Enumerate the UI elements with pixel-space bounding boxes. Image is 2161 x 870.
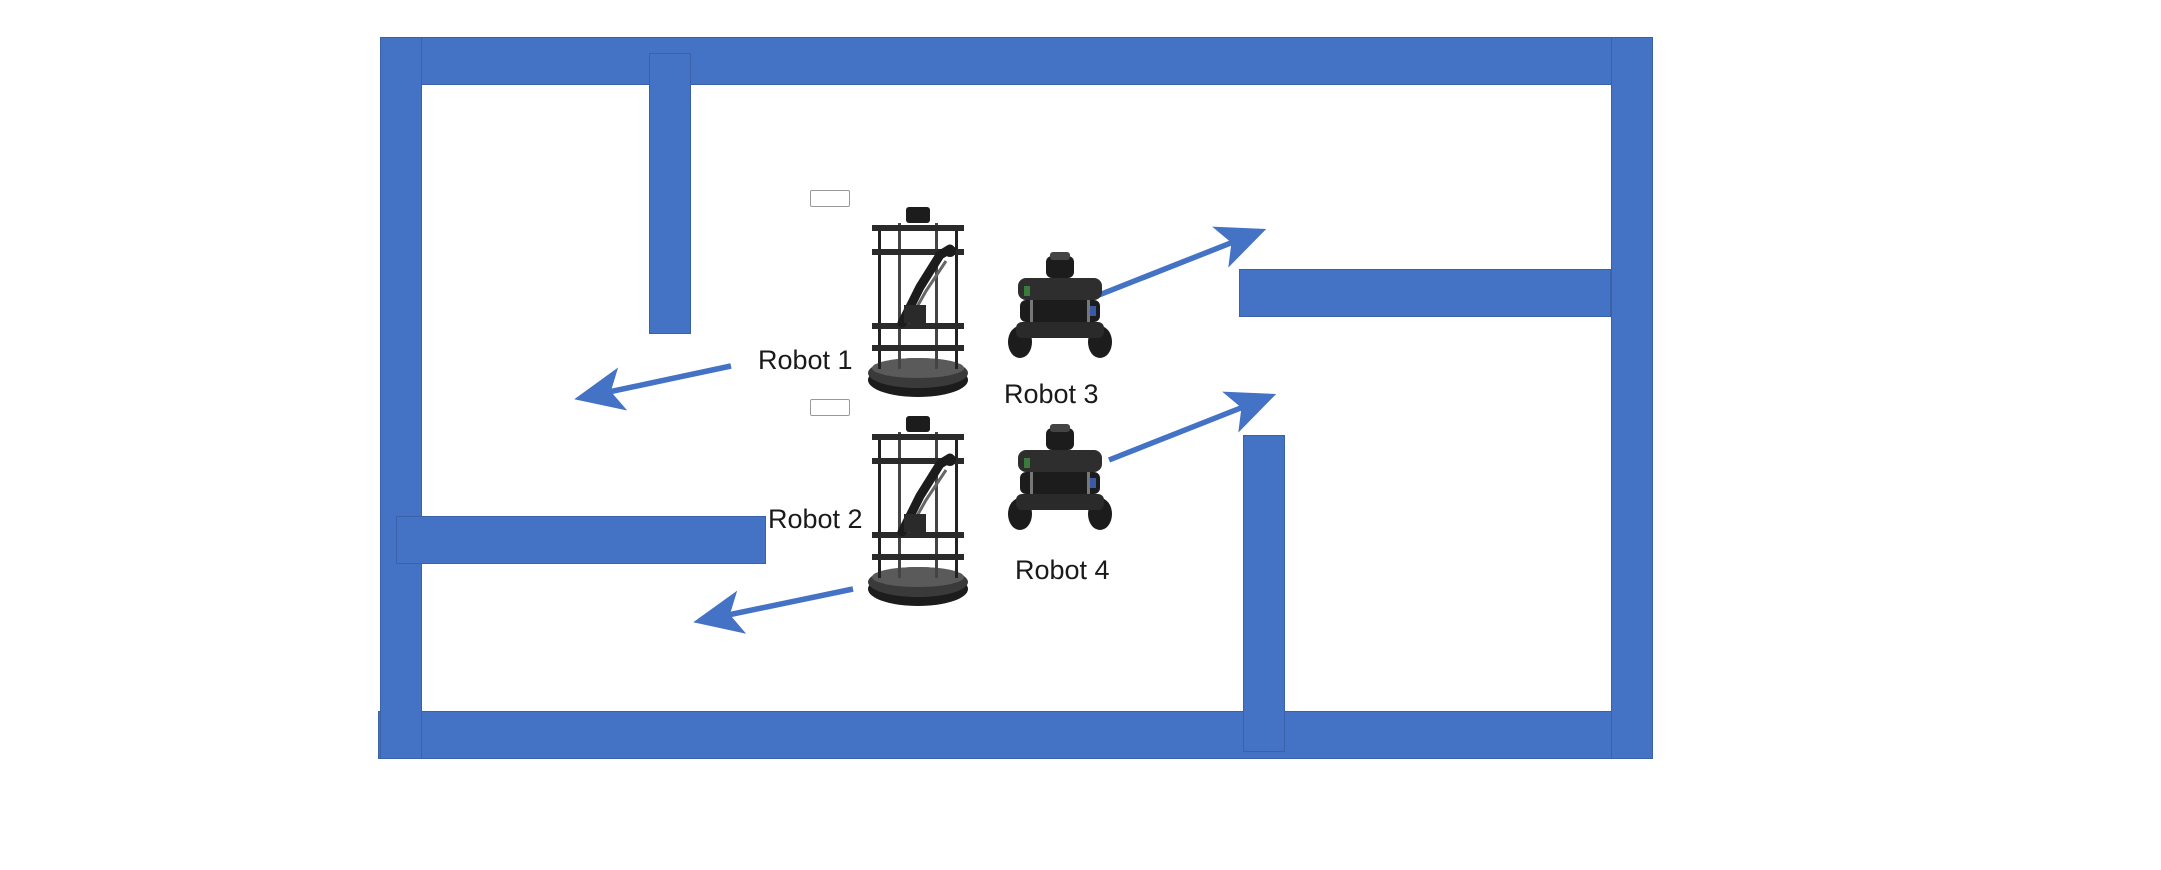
tall-arm-robot-icon: [868, 416, 968, 606]
inner-wall-top-left: [649, 53, 691, 334]
small-wheeled-robot-icon: [1008, 252, 1112, 358]
outer-wall-right: [1611, 37, 1653, 759]
small-wheeled-robot-icon: [1008, 424, 1112, 530]
inner-wall-left-lower: [396, 516, 766, 564]
inner-wall-right-upper: [1239, 269, 1611, 317]
outer-wall-top: [380, 37, 1653, 85]
outer-wall-bottom: [378, 711, 1653, 759]
robot-4-label: Robot 4: [1015, 555, 1110, 585]
arrow-robot-2: [693, 586, 854, 634]
tall-arm-robot-icon: [868, 207, 968, 397]
inner-wall-bottom-right: [1243, 435, 1285, 752]
robot-3-label: Robot 3: [1004, 379, 1099, 409]
arrow-robot-3: [1097, 226, 1267, 298]
empty-box-2: [810, 399, 850, 416]
arrow-robot-1: [574, 363, 732, 411]
outer-wall-left: [380, 37, 422, 759]
robot-1-label: Robot 1: [758, 345, 853, 375]
arrow-robot-4: [1107, 391, 1277, 463]
empty-box-1: [810, 190, 850, 207]
robot-2-label: Robot 2: [768, 504, 863, 534]
